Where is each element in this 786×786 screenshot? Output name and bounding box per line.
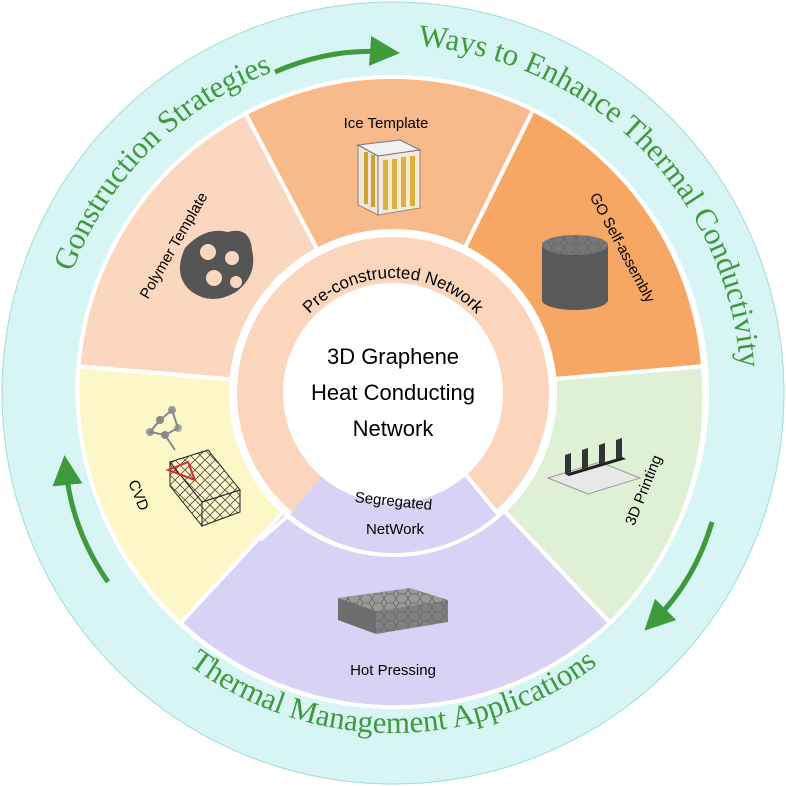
inner-ring-segregated-edge-right xyxy=(460,468,500,516)
printed-structure-illustration xyxy=(546,438,642,495)
inner-ring-segregated-edge-left xyxy=(258,512,292,542)
hot-pressed-block-illustration xyxy=(338,588,448,634)
arrow-top xyxy=(274,35,400,75)
label-hot-pressing: Hot Pressing xyxy=(350,662,436,679)
center-title-line3: Network xyxy=(353,416,435,441)
ice-template-illustration xyxy=(356,139,422,216)
polymer-foam-illustration xyxy=(179,230,254,299)
go-aerogel-illustration xyxy=(542,235,608,310)
center-disc xyxy=(283,283,503,503)
arrow-right xyxy=(644,521,715,631)
arrow-left xyxy=(52,455,111,584)
label-segregated-network: NetWork xyxy=(366,521,425,538)
center-title-line2: Heat Conducting xyxy=(311,380,475,405)
cvd-lattice-illustration xyxy=(146,406,241,528)
label-ice-template: Ice Template xyxy=(344,115,429,132)
center-title-line1: 3D Graphene xyxy=(327,344,459,369)
